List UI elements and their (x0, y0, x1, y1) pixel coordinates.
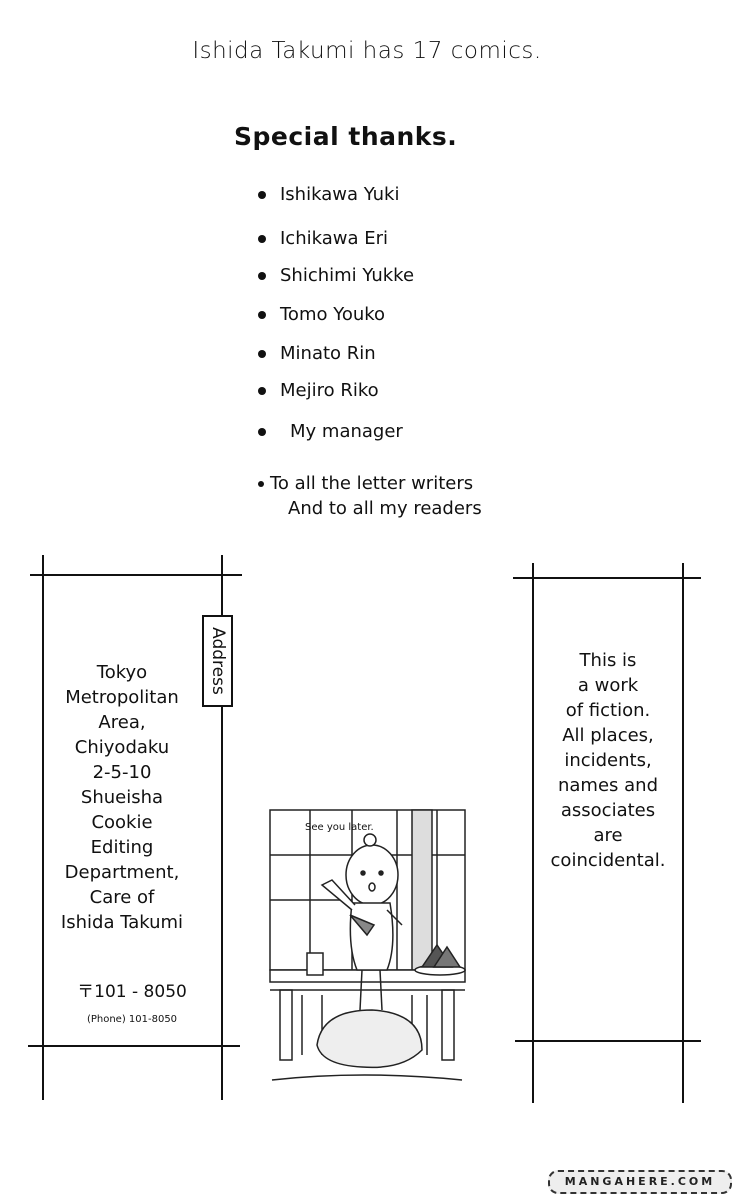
window-frame (269, 809, 466, 971)
panel-border (513, 577, 701, 579)
address-line: 2-5-10 (92, 762, 152, 783)
bullet-icon (258, 350, 266, 358)
thanks-item-label: Tomo Youko (280, 304, 386, 325)
address-line: Metropolitan (65, 687, 179, 708)
bullet-icon (258, 481, 264, 487)
address-line: Tokyo (96, 662, 148, 683)
panel-border (532, 563, 534, 1103)
bullet-icon (258, 311, 266, 319)
address-text: Tokyo Metropolitan Area, Chiyodaku 2-5-1… (44, 660, 200, 935)
panel-border (515, 1040, 701, 1042)
thanks-item: My manager (258, 421, 403, 442)
address-line: Cookie (91, 812, 153, 833)
thanks-item: Ishikawa Yuki (258, 184, 399, 205)
thanks-item-label: Ichikawa Eri (280, 228, 388, 249)
address-line: Shueisha (80, 787, 164, 808)
stone (271, 1009, 463, 1081)
thanks-item-label: Mejiro Riko (280, 380, 379, 401)
disclaimer-line: names and (557, 775, 658, 796)
disclaimer-line: associates (560, 800, 656, 821)
disclaimer-line: are (593, 825, 623, 846)
thanks-item-label: To all the letter writers (270, 473, 474, 494)
disclaimer-line: incidents, (564, 750, 652, 771)
bullet-icon (258, 191, 266, 199)
address-line: Chiyodaku (74, 737, 170, 758)
bullet-icon (258, 272, 266, 280)
bullet-icon (258, 387, 266, 395)
panel-border (682, 563, 684, 1103)
disclaimer-text: This is a work of fiction. All places, i… (533, 648, 683, 873)
thanks-item: Minato Rin (258, 343, 376, 364)
panel-border (221, 555, 223, 1100)
address-line: Care of (89, 887, 155, 908)
cup (306, 952, 324, 976)
page-title: Ishida Takumi has 17 comics. (192, 38, 542, 64)
thanks-item-label: And to all my readers (288, 498, 482, 519)
disclaimer-line: of fiction. (565, 700, 651, 721)
address-tag: Address (202, 615, 233, 707)
disclaimer-line: a work (577, 675, 639, 696)
thanks-item: Mejiro Riko (258, 380, 379, 401)
bullet-icon (258, 235, 266, 243)
watermark-logo: MANGAHERE.COM (548, 1170, 732, 1194)
thanks-item-label: Ishikawa Yuki (280, 184, 400, 205)
panel-border (28, 1045, 240, 1047)
thanks-item: Tomo Youko (258, 304, 385, 325)
character-illustration (269, 809, 466, 1081)
panel-border (30, 574, 242, 576)
watermelon-plate (414, 943, 466, 976)
thanks-item-label: Shichimi Yukke (280, 265, 415, 286)
thanks-item: Shichimi Yukke (258, 265, 414, 286)
thanks-item-label: Minato Rin (280, 343, 376, 364)
address-line: Area, (98, 712, 146, 733)
disclaimer-line: This is (579, 650, 637, 671)
address-line: Ishida Takumi (60, 912, 184, 933)
character (320, 833, 403, 1011)
disclaimer-line: coincidental. (550, 850, 666, 871)
phone-number: (Phone) 101-8050 (86, 1014, 178, 1025)
thanks-item: Ichikawa Eri (258, 228, 388, 249)
postal-code: 〒101 - 8050 (77, 982, 187, 1002)
thanks-item-label: My manager (290, 421, 403, 442)
address-tag-label: Address (207, 627, 228, 695)
disclaimer-line: All places, (562, 725, 654, 746)
special-thanks-heading: Special thanks. (234, 122, 458, 151)
address-line: Editing (90, 837, 154, 858)
bullet-icon (258, 428, 266, 436)
speech-text: See you later. (305, 822, 374, 833)
address-line: Department, (64, 862, 180, 883)
panel-border (42, 555, 44, 1100)
